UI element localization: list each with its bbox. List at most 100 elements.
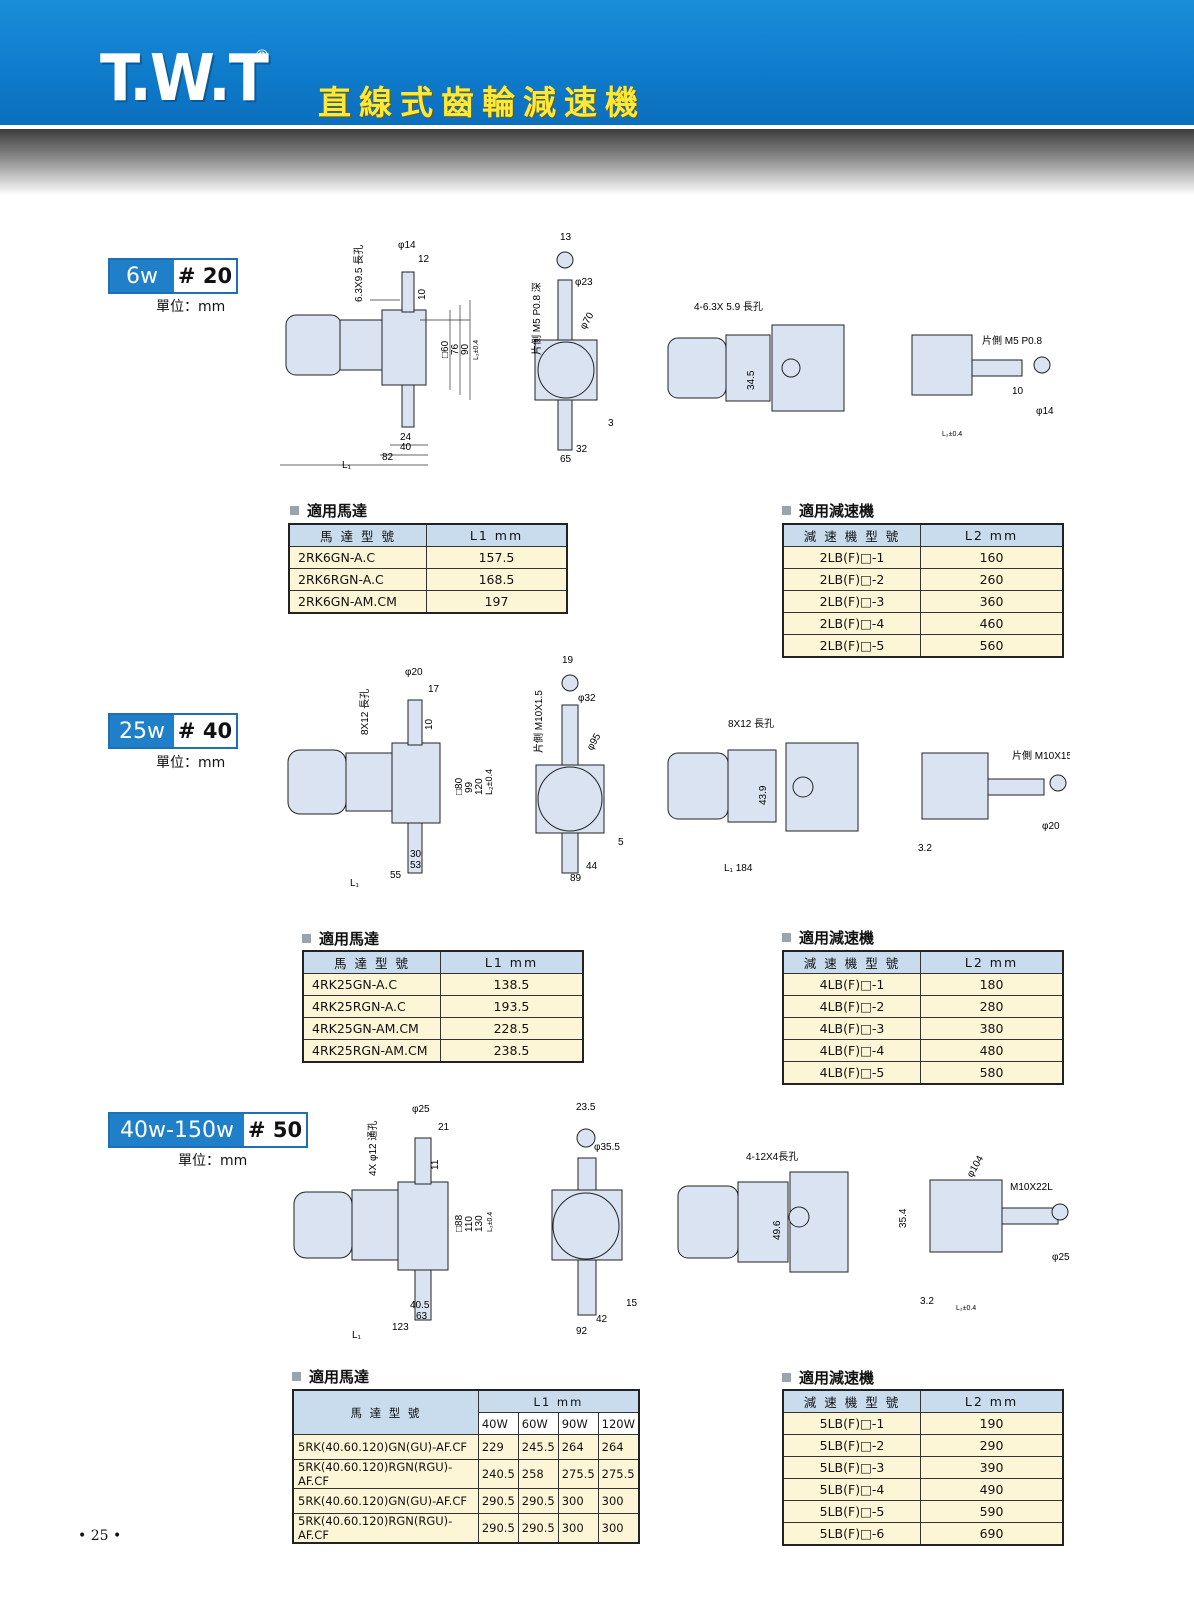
badge-frame-number: # 40: [177, 719, 233, 743]
dim-label: □60: [440, 340, 451, 358]
section-badge-25w: 25w # 40: [108, 713, 238, 749]
dim-label: 120: [474, 778, 485, 795]
table-cell: 264: [557, 1434, 599, 1460]
dim-label: 8X12 長孔: [359, 689, 371, 735]
table-cell: 193.5: [440, 995, 584, 1018]
table-cell: 5RK(40.60.120)GN(GU)-AF.CF: [292, 1488, 479, 1514]
table-cell: 5RK(40.60.120)GN(GU)-AF.CF: [292, 1434, 479, 1460]
dim-label: φ70: [578, 310, 597, 331]
table-cell: 4RK25GN-A.C: [302, 973, 441, 996]
dim-label: 4-12X4長孔: [746, 1151, 798, 1163]
table-cell: 2RK6GN-AM.CM: [288, 590, 427, 614]
section-heading-gear: 適用減速機: [782, 1367, 874, 1388]
dim-label: 32: [576, 444, 588, 455]
table-cell: 5LB(F)□-1: [782, 1412, 921, 1435]
side-view-motor: [287, 699, 441, 874]
table-cell: 590: [920, 1500, 1064, 1523]
header-shadow-band: [0, 129, 1194, 195]
unit-label: 單位：mm: [156, 755, 226, 771]
table-header-cell: 減 速 機 型 號: [782, 950, 921, 974]
table-cell: 5LB(F)□-4: [782, 1478, 921, 1501]
table-cell: 390: [920, 1456, 1064, 1479]
dim-label: 21: [438, 1122, 450, 1133]
table-cell: 5RK(40.60.120)RGN(RGU)-AF.CF: [292, 1513, 479, 1544]
drawing-6w: φ14 12 6.3X9.5 長孔 10 □60 76 90 L₂±0.4 24…: [280, 232, 1054, 471]
dim-label: 5: [618, 837, 624, 848]
dim-label: 30: [410, 849, 422, 860]
dim-label: □80: [454, 777, 465, 795]
drawing-40w-150w: φ25 21 4X φ12 通孔 11 □88 110 130 L₂±0.4 4…: [293, 1102, 1070, 1341]
table-cell: 290.5: [477, 1488, 519, 1514]
dim-label: φ25: [1052, 1252, 1070, 1263]
dim-label: 55: [390, 870, 402, 881]
badge-frame-number: # 50: [247, 1118, 303, 1142]
table-cell: 460: [920, 612, 1064, 635]
table-cell: 160: [920, 546, 1064, 569]
table-cell: 228.5: [440, 1017, 584, 1040]
table-cell: 2RK6GN-A.C: [288, 546, 427, 569]
table-header-cell: 減 速 機 型 號: [782, 523, 921, 547]
dim-label: 110: [464, 1216, 475, 1232]
table-cell: 4LB(F)□-3: [782, 1017, 921, 1040]
dim-label: 130: [474, 1215, 485, 1232]
registered-mark: ®: [254, 46, 270, 65]
front-view: [551, 1128, 623, 1316]
table-cell: 490: [920, 1478, 1064, 1501]
dim-label: 8X12 長孔: [728, 718, 774, 730]
table-cell: 5LB(F)□-3: [782, 1456, 921, 1479]
dim-label: L₁: [352, 1330, 362, 1341]
badge-wattage: 25w: [110, 715, 174, 747]
table-cell: 264: [597, 1434, 640, 1460]
table-header-cell: L1 mm: [426, 523, 568, 547]
table-cell: 4LB(F)□-5: [782, 1061, 921, 1085]
dim-label: 35.4: [898, 1208, 909, 1228]
dim-label: L₁: [342, 460, 352, 471]
table-cell: 290.5: [477, 1513, 519, 1544]
section-heading-gear: 適用減速機: [782, 927, 874, 948]
dim-label: L₂±0.4: [956, 1305, 976, 1312]
table-cell: 5LB(F)□-5: [782, 1500, 921, 1523]
section-heading-motor: 適用馬達: [292, 1366, 369, 1387]
table-cell: 190: [920, 1412, 1064, 1435]
section-heading-gear: 適用減速機: [782, 500, 874, 521]
header-divider: [0, 125, 1194, 129]
dim-label: 23.5: [576, 1102, 596, 1113]
table-header-cell: L1 mm: [477, 1389, 640, 1413]
table-header-cell: L2 mm: [920, 950, 1064, 974]
badge-frame-number: # 20: [177, 264, 233, 288]
table-cell: 690: [920, 1522, 1064, 1546]
table-header-cell: L2 mm: [920, 1389, 1064, 1413]
dim-label: 40.5: [410, 1300, 430, 1311]
dim-label: 53: [410, 860, 422, 871]
table-cell: 2RK6RGN-A.C: [288, 568, 427, 591]
dim-label: 3.2: [920, 1296, 934, 1307]
dim-label: φ104: [965, 1154, 986, 1180]
table-cell: 260: [920, 568, 1064, 591]
dim-label: 13: [560, 232, 572, 243]
page-number: • 25 •: [78, 1528, 122, 1544]
dim-label: M10X22L: [1010, 1182, 1053, 1193]
dim-label: 90: [460, 343, 471, 355]
table-cell: 240.5: [477, 1459, 519, 1489]
table-cell: 300: [597, 1513, 640, 1544]
dim-label: 10: [1012, 386, 1024, 397]
table-cell: 5LB(F)□-2: [782, 1434, 921, 1457]
table-cell: 280: [920, 995, 1064, 1018]
section-badge-40w-150w: 40w-150w # 50: [108, 1112, 308, 1148]
section-heading-motor: 適用馬達: [290, 500, 367, 521]
